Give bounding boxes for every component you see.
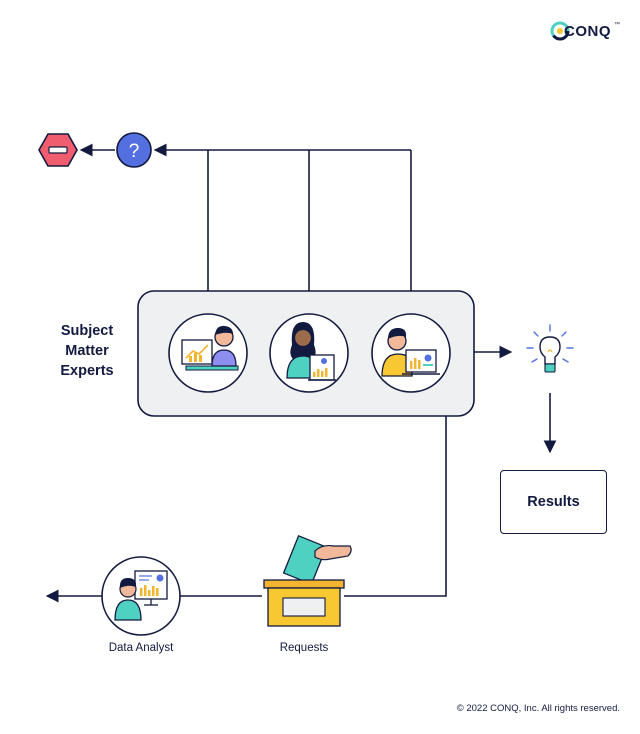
brand-logo: CONQ ™ [540,20,620,42]
connector-lines [45,143,557,603]
data-analyst-label: Data Analyst [108,642,174,654]
question-icon: ? [116,132,152,168]
ballot-box-icon [263,534,352,627]
sme-label-line-1: Subject [60,323,114,339]
sme-label-line-3: Experts [60,363,114,379]
lightbulb-icon [526,324,574,373]
trademark: ™ [614,22,620,28]
hand-icon [314,544,352,561]
expert-avatar-3 [371,313,451,393]
sme-label: Subject Matter Experts [48,321,126,381]
requests-label: Requests [279,642,329,654]
copyright-footer: © 2022 CONQ, Inc. All rights reserved. [456,703,620,714]
conq-logo-icon [550,21,570,41]
ballot-card [282,534,328,586]
question-symbol: ? [129,141,140,162]
results-label: Results [527,494,580,510]
results-box: Results [500,470,607,534]
data-analyst-avatar [101,556,181,636]
expert-avatar-2 [269,313,349,393]
sme-label-line-2: Matter [65,343,109,359]
brand-name: CONQ [564,22,611,40]
stop-sign-icon [38,133,78,167]
expert-avatar-1 [168,313,248,393]
